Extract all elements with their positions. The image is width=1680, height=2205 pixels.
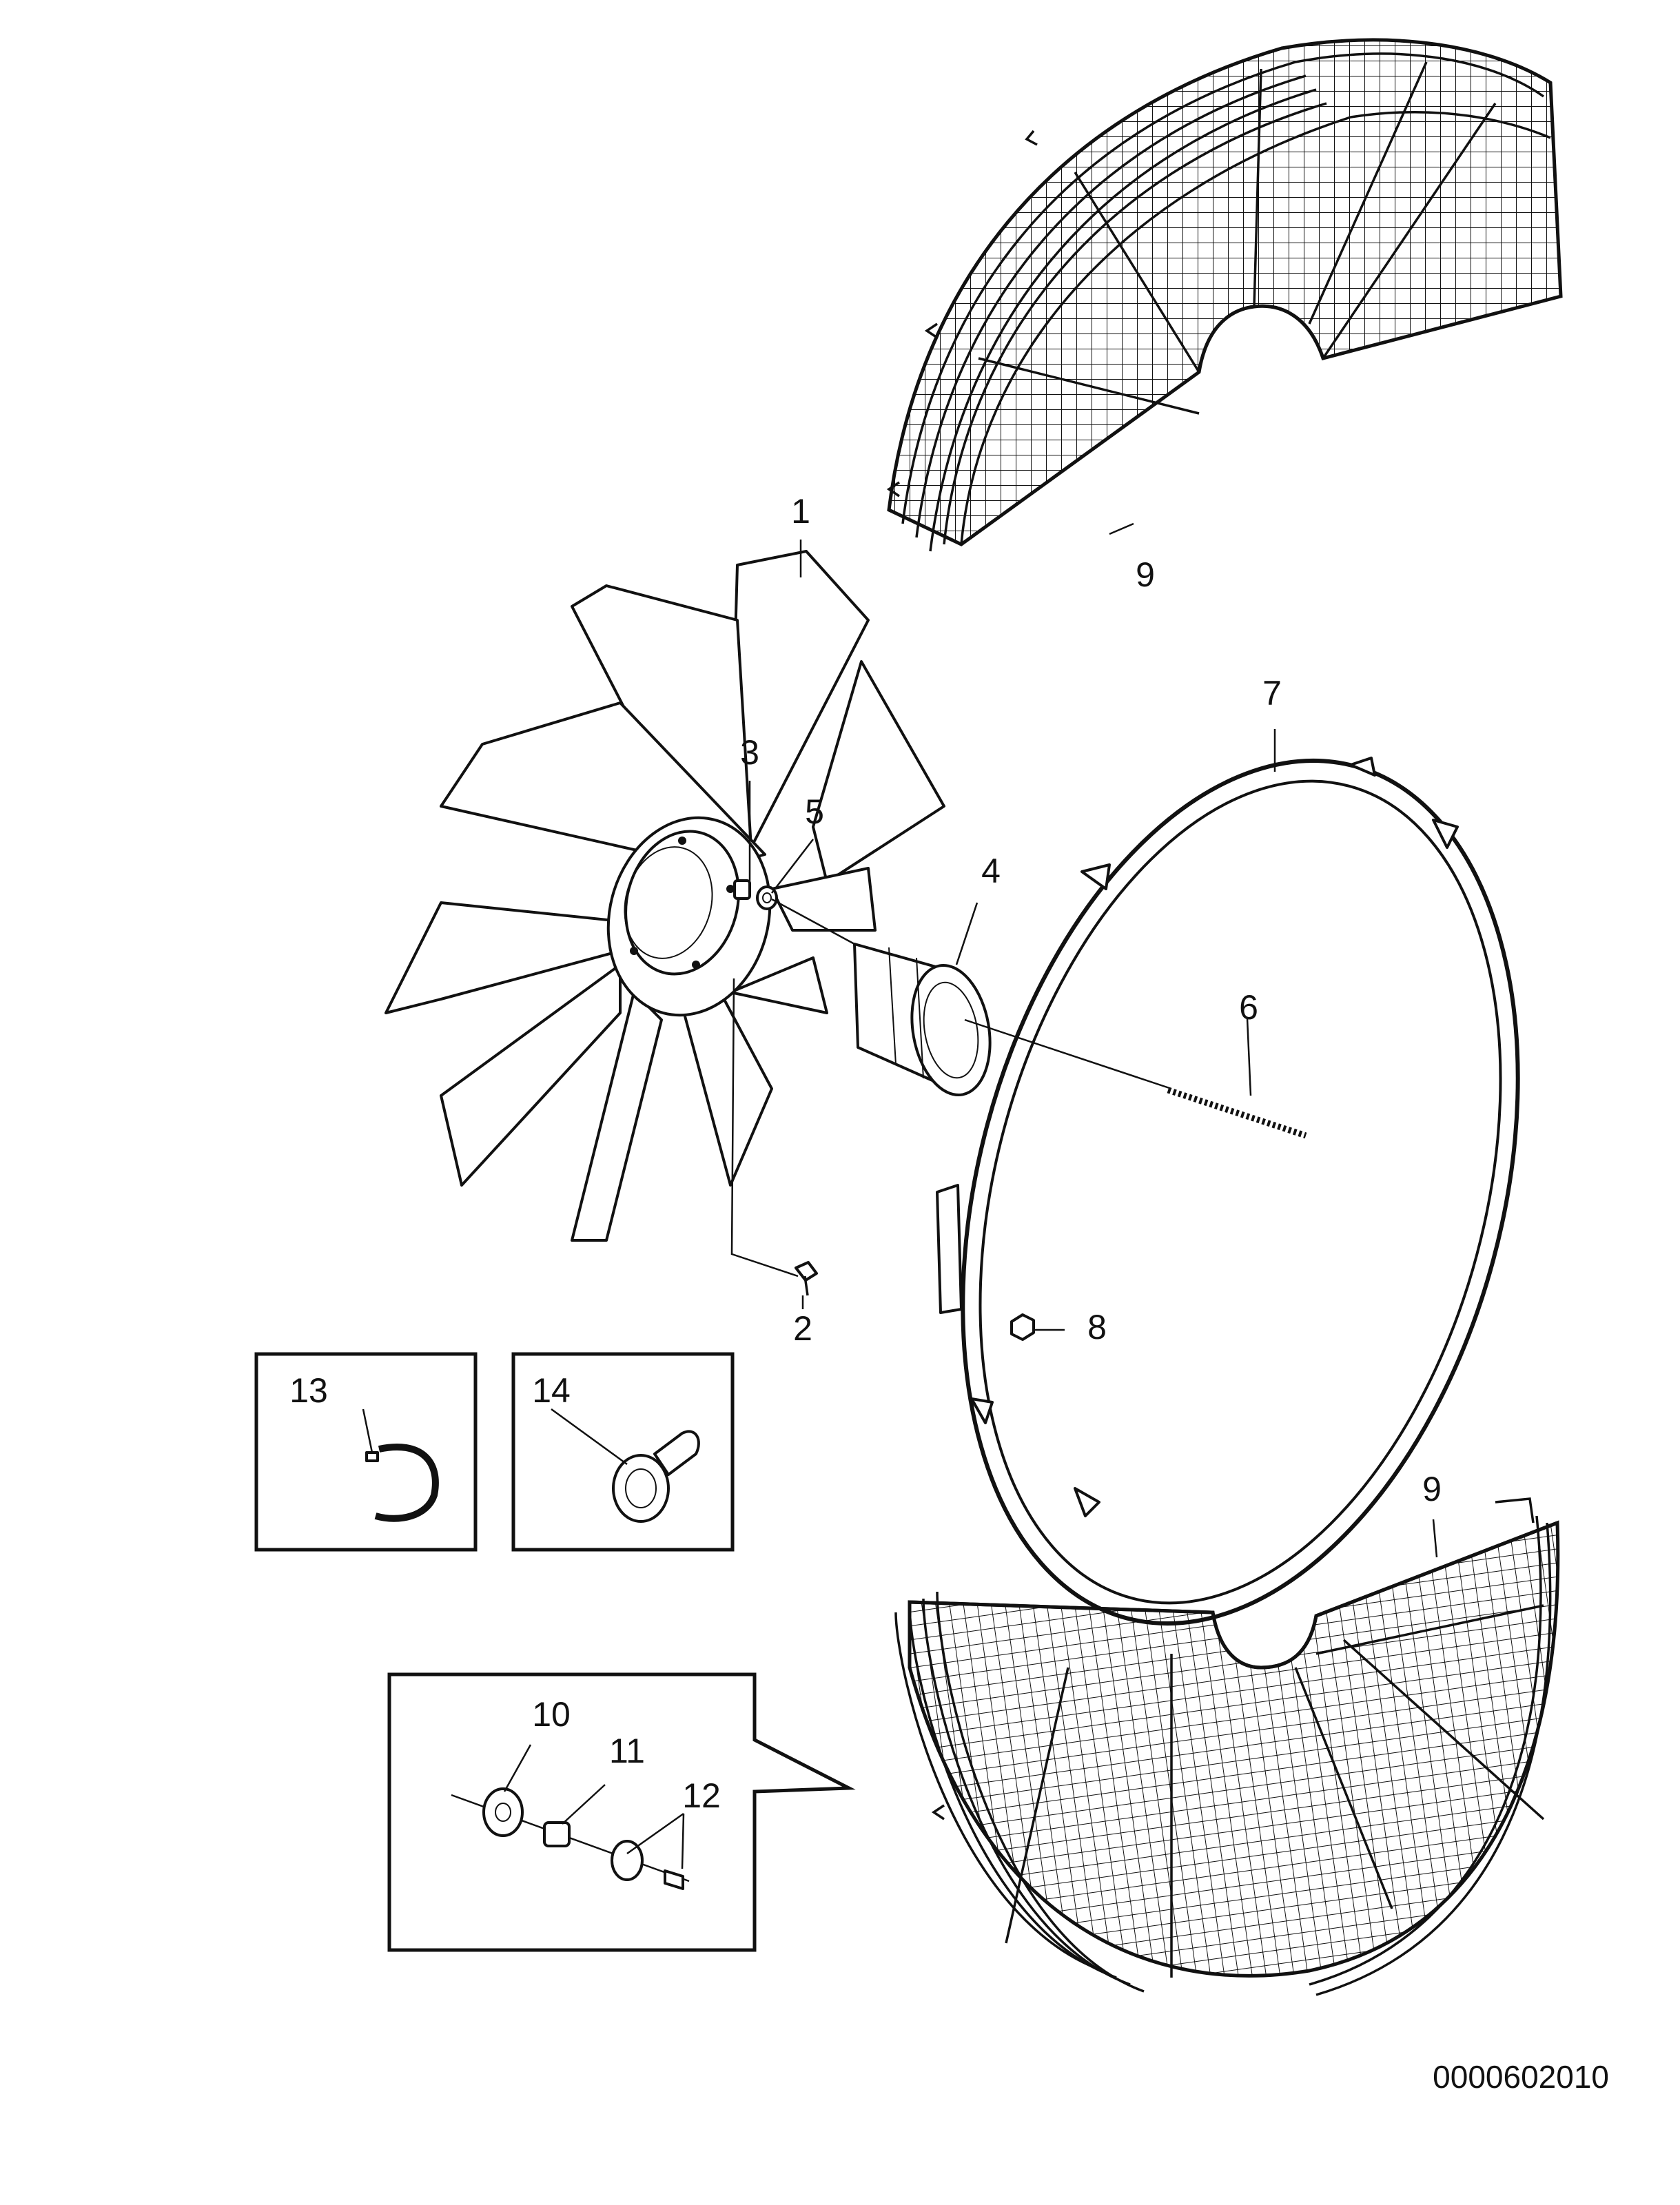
axis-line	[771, 898, 1172, 1090]
drawing-number: 0000602010	[1433, 2059, 1609, 2095]
callout-13: 13	[289, 1371, 328, 1410]
leader-lines	[362, 522, 1438, 1869]
shroud-ring-icon	[936, 757, 1520, 1625]
spacer-icon	[853, 943, 992, 1097]
callout-7: 7	[1262, 674, 1282, 712]
top-fan-guard	[886, 38, 1563, 552]
flange-nut-item-8	[1010, 1313, 1035, 1341]
callout-10: 10	[532, 1695, 571, 1734]
callout-5: 5	[805, 792, 824, 831]
callout-8: 8	[1087, 1308, 1107, 1346]
callout-3: 3	[740, 733, 759, 772]
callout-11: 11	[609, 1732, 645, 1770]
nut-item-3	[733, 879, 751, 900]
detail-box-14	[511, 1352, 735, 1552]
fan-icon	[385, 550, 945, 1242]
callout-4: 4	[981, 852, 1001, 890]
callout-9-bottom: 9	[1422, 1470, 1442, 1508]
callout-6: 6	[1239, 988, 1258, 1027]
callout-12: 12	[682, 1776, 721, 1815]
grommet-item-14	[612, 1430, 700, 1523]
bottom-fan-guard	[894, 1497, 1560, 1996]
callout-14: 14	[532, 1371, 571, 1410]
callout-9-top: 9	[1136, 555, 1155, 594]
threaded-rod-item-6	[1167, 1087, 1307, 1139]
callout-2: 2	[793, 1309, 812, 1348]
callout-1: 1	[791, 492, 810, 531]
detail-box-mounting	[387, 1672, 856, 1952]
mounting-hardware	[451, 1787, 690, 1890]
bolt-icon	[795, 1261, 818, 1296]
